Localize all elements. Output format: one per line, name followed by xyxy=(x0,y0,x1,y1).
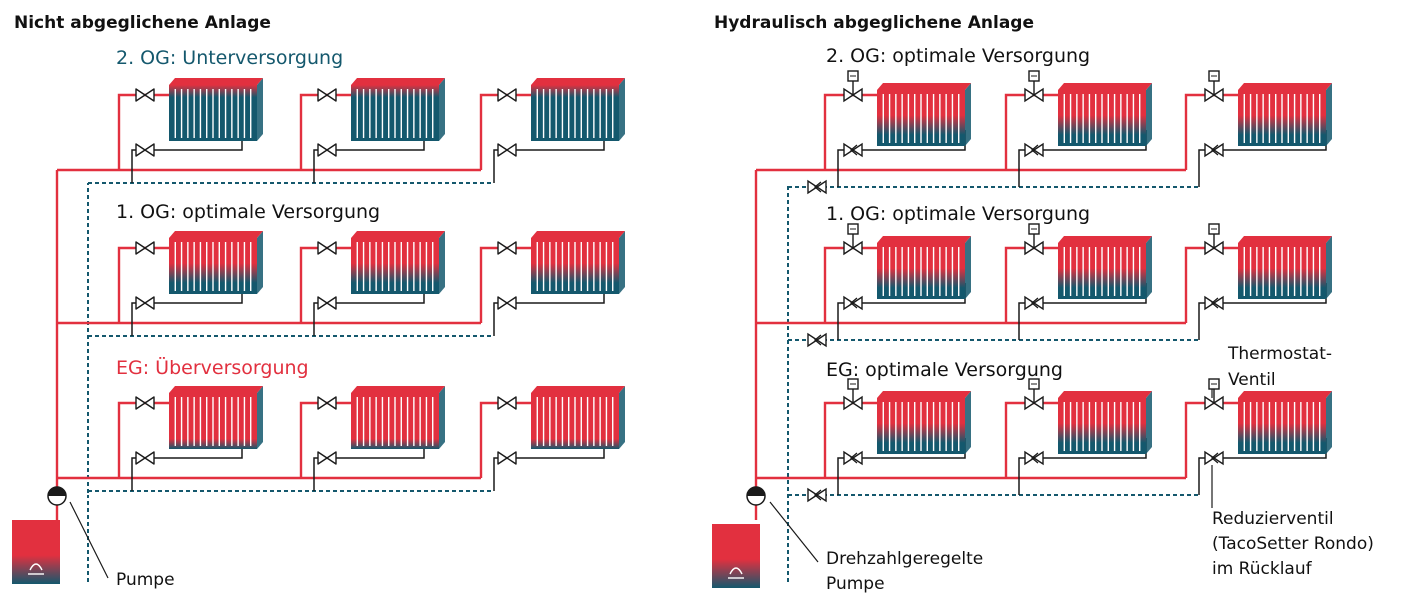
left-radiator-1og-1 xyxy=(351,231,445,294)
left-valve-return-eg-2 xyxy=(497,451,517,465)
right-floor-label-2og: 2. OG: optimale Versorgung xyxy=(826,45,1090,67)
left-floor-label-2og: 2. OG: Unterversorgung xyxy=(116,47,343,69)
right-radiator-eg-2 xyxy=(1238,391,1332,454)
right-branch-supply-2og-2 xyxy=(1184,93,1238,170)
left-floor-label-eg: EG: Überversorgung xyxy=(116,356,309,379)
reducer-label-line1: Reduzierventil xyxy=(1212,509,1334,529)
right-thermostat-valve-1og-2 xyxy=(1204,223,1224,256)
right-return-reducer-2og-2 xyxy=(1204,142,1224,158)
left-floor-label-1og: 1. OG: optimale Versorgung xyxy=(116,201,380,223)
left-branch-supply-eg-1 xyxy=(299,401,351,478)
right-return-reducer-1og-2 xyxy=(1204,295,1224,311)
left-branch-supply-eg-2 xyxy=(479,401,531,478)
left-branch-supply-2og-2 xyxy=(479,93,531,170)
right-thermostat-valve-1og-0 xyxy=(843,223,863,256)
left-radiator-2og-1 xyxy=(351,78,445,141)
left-pump-leader xyxy=(69,501,109,579)
right-thermostat-valve-eg-2 xyxy=(1204,378,1224,411)
reducer-label-line2: (TacoSetter Rondo) xyxy=(1212,534,1374,554)
left-valve-return-2og-0 xyxy=(135,143,155,157)
right-panel-title: Hydraulisch abgeglichene Anlage xyxy=(714,13,1034,33)
left-valve-supply-eg-0 xyxy=(135,396,155,410)
left-radiator-eg-1 xyxy=(351,386,445,449)
right-radiator-1og-2 xyxy=(1238,236,1332,299)
left-valve-supply-1og-2 xyxy=(497,241,517,255)
right-pump xyxy=(746,486,766,506)
right-strang-valve-2og xyxy=(807,179,827,195)
right-radiator-eg-0 xyxy=(877,391,971,454)
left-radiator-1og-2 xyxy=(531,231,625,294)
left-valve-supply-2og-0 xyxy=(135,88,155,102)
left-valve-supply-eg-2 xyxy=(497,396,517,410)
left-branch-supply-eg-0 xyxy=(117,401,169,478)
right-thermostat-valve-2og-0 xyxy=(843,70,863,103)
right-branch-supply-eg-1 xyxy=(1004,401,1058,478)
right-floor-label-1og: 1. OG: optimale Versorgung xyxy=(826,203,1090,225)
right-boiler xyxy=(712,524,760,588)
thermostat-label-line2: Ventil xyxy=(1228,370,1276,390)
left-valve-supply-eg-1 xyxy=(317,396,337,410)
left-radiator-1og-0 xyxy=(169,231,263,294)
right-floor-label-eg: EG: optimale Versorgung xyxy=(826,359,1063,381)
thermostat-label-line1: Thermostat- xyxy=(1227,344,1332,364)
right-return-reducer-eg-2 xyxy=(1204,450,1224,466)
left-radiator-eg-0 xyxy=(169,386,263,449)
right-branch-supply-2og-1 xyxy=(1004,93,1058,170)
left-branch-supply-1og-2 xyxy=(479,246,531,323)
left-valve-return-2og-1 xyxy=(317,143,337,157)
right-radiator-eg-1 xyxy=(1058,391,1152,454)
right-radiator-2og-2 xyxy=(1238,83,1332,146)
right-radiator-1og-0 xyxy=(877,236,971,299)
left-branch-supply-2og-1 xyxy=(299,93,351,170)
left-panel-title: Nicht abgeglichene Anlage xyxy=(14,13,271,33)
right-return-reducer-1og-1 xyxy=(1024,295,1044,311)
right-thermostat-valve-2og-1 xyxy=(1024,70,1044,103)
right-thermostat-valve-1og-1 xyxy=(1024,223,1044,256)
left-boiler xyxy=(12,520,60,584)
right-return-reducer-eg-0 xyxy=(843,450,863,466)
right-radiator-2og-1 xyxy=(1058,83,1152,146)
right-branch-supply-1og-1 xyxy=(1004,246,1058,323)
left-radiator-2og-2 xyxy=(531,78,625,141)
right-strang-valve-1og xyxy=(807,332,827,348)
left-radiator-2og-0 xyxy=(169,78,263,141)
right-thermostat-valve-eg-1 xyxy=(1024,378,1044,411)
right-pump-leader xyxy=(769,501,819,563)
left-valve-return-eg-0 xyxy=(135,451,155,465)
right-branch-supply-2og-0 xyxy=(823,93,877,170)
right-return-reducer-eg-1 xyxy=(1024,450,1044,466)
left-pump-label: Pumpe xyxy=(116,570,175,590)
left-valve-return-eg-1 xyxy=(317,451,337,465)
left-radiator-eg-2 xyxy=(531,386,625,449)
right-branch-supply-1og-0 xyxy=(823,246,877,323)
left-branch-supply-2og-0 xyxy=(117,93,169,170)
left-valve-return-1og-2 xyxy=(497,296,517,310)
left-pump xyxy=(47,486,67,506)
reducer-label-line3: im Rücklauf xyxy=(1212,559,1313,579)
left-valve-return-2og-2 xyxy=(497,143,517,157)
left-branch-supply-1og-1 xyxy=(299,246,351,323)
right-pump-label-line1: Drehzahlgeregelte xyxy=(826,549,983,569)
right-radiator-2og-0 xyxy=(877,83,971,146)
left-valve-supply-2og-1 xyxy=(317,88,337,102)
right-thermostat-valve-2og-2 xyxy=(1204,70,1224,103)
right-return-reducer-2og-0 xyxy=(843,142,863,158)
right-pump-label-line2: Pumpe xyxy=(826,574,885,594)
components xyxy=(12,70,1332,588)
right-return-reducer-2og-1 xyxy=(1024,142,1044,158)
left-branch-supply-1og-0 xyxy=(117,246,169,323)
right-branch-supply-1og-2 xyxy=(1184,246,1238,323)
pipe-network xyxy=(55,93,1327,582)
left-valve-supply-1og-0 xyxy=(135,241,155,255)
right-return-reducer-1og-0 xyxy=(843,295,863,311)
right-radiator-1og-1 xyxy=(1058,236,1152,299)
left-valve-supply-1og-1 xyxy=(317,241,337,255)
right-strang-valve-eg xyxy=(807,487,827,503)
left-valve-return-1og-0 xyxy=(135,296,155,310)
left-valve-return-1og-1 xyxy=(317,296,337,310)
left-valve-supply-2og-2 xyxy=(497,88,517,102)
right-branch-supply-eg-0 xyxy=(823,401,877,478)
right-thermostat-valve-eg-0 xyxy=(843,378,863,411)
